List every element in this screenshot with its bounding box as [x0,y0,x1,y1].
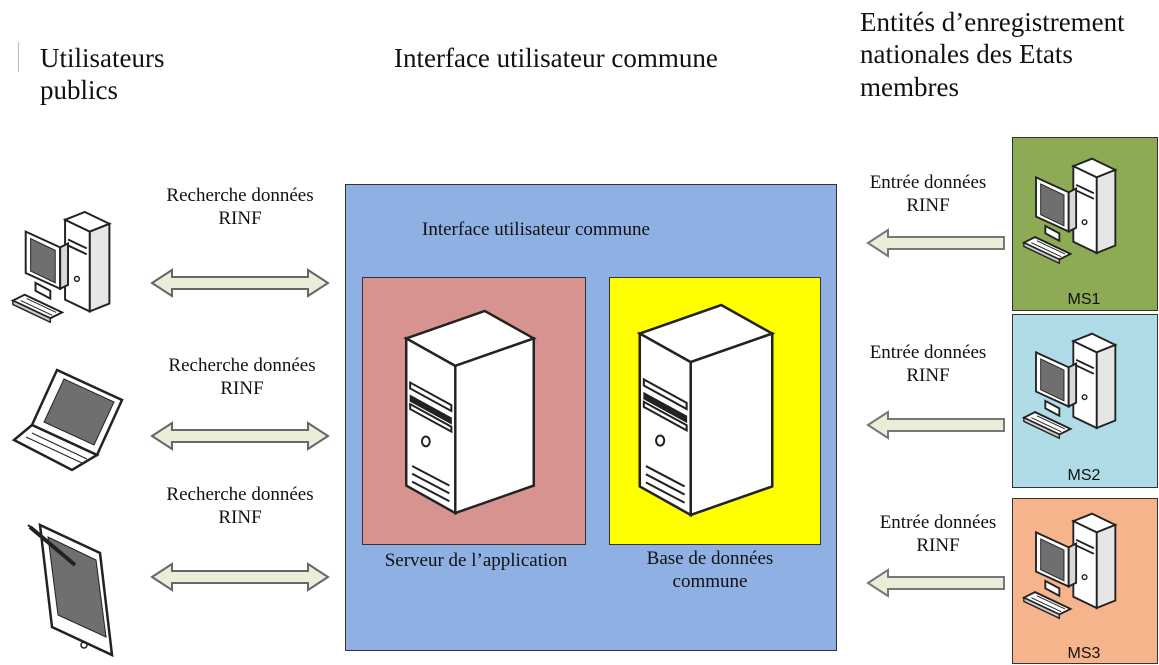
ms3-label: MS3 [1067,645,1101,662]
ms2-computer-icon [1022,330,1134,455]
header-public-users: Utilisateurs publics [40,43,165,106]
input-arrow-2 [866,410,1006,440]
left-link-label-3: Recherche données RINF [166,484,314,528]
ms1-label: MS1 [1067,291,1101,308]
ms2-label: MS2 [1067,467,1101,484]
database-server-icon [622,303,790,517]
database-label: Base de données commune [646,548,774,592]
laptop-icon [11,368,124,472]
ms3-computer-icon [1022,510,1134,635]
double-arrow-1 [150,268,330,298]
header-common-interface: Interface utilisateur commune [394,43,718,73]
header-national-entities: Entités d’enregistrement nationales des … [860,7,1125,102]
double-arrow-2 [150,421,330,451]
left-link-label-1: Recherche données RINF [166,185,314,229]
central-interface-title: Interface utilisateur commune [422,219,650,240]
left-edge-mark [18,42,19,72]
server-icon [396,309,544,515]
right-link-label-3: Entrée données RINF [879,512,997,556]
left-link-label-2: Recherche données RINF [168,355,316,399]
right-link-label-2: Entrée données RINF [869,342,987,386]
ms1-computer-icon [1022,155,1134,280]
right-link-label-1: Entrée données RINF [869,172,987,216]
desktop-computer-icon [10,210,130,338]
double-arrow-3 [150,562,330,592]
input-arrow-3 [866,568,1006,598]
input-arrow-1 [866,228,1006,258]
app-server-label: Serveur de l’application [384,550,568,571]
tablet-icon [27,522,114,658]
